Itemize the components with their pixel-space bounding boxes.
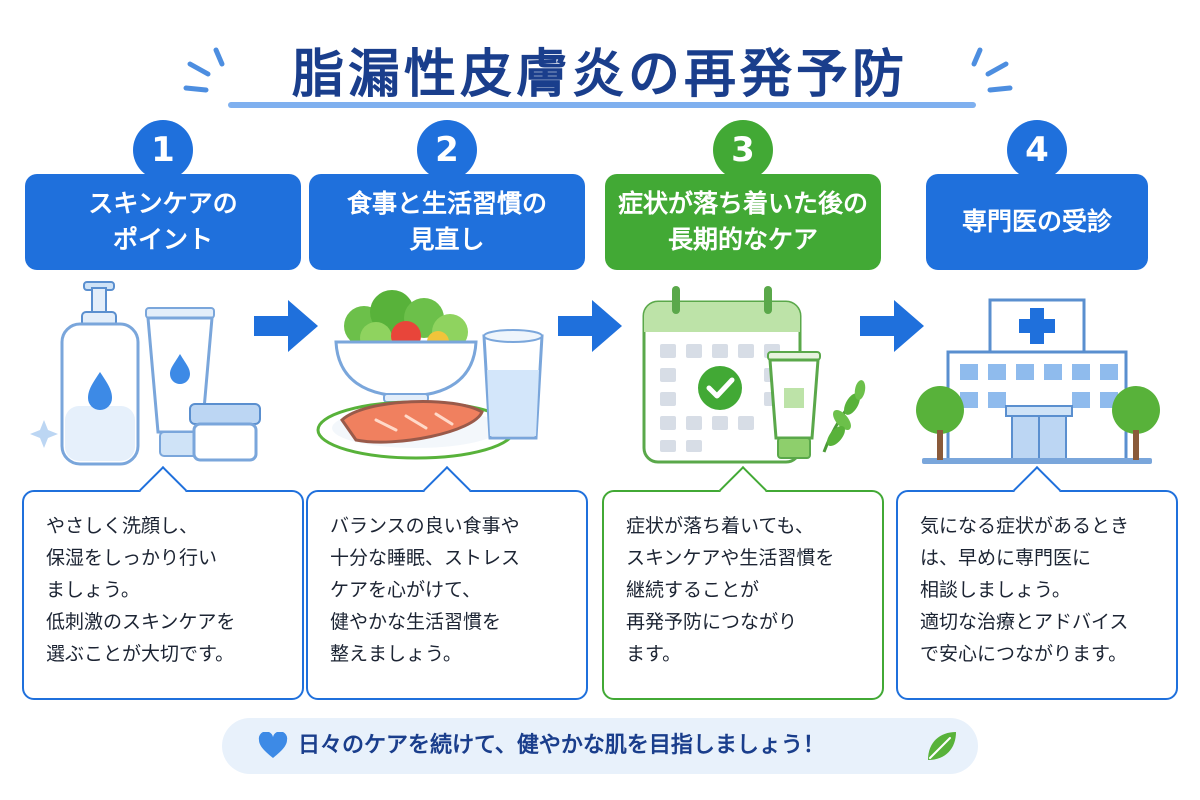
step-number: 1 — [133, 120, 193, 180]
footer-banner: 日々のケアを続けて、健やかな肌を目指しましょう！ — [222, 718, 978, 774]
step-card-3: 3 症状が落ち着いた後の 長期的なケア — [602, 120, 884, 702]
description-line: 整えましょう。 — [330, 643, 462, 665]
step-description: やさしく洗顔し、 保湿をしっかり行い ましょう。 低刺激のスキンケアを 選ぶこと… — [22, 465, 304, 700]
description-line: 低刺激のスキンケアを — [46, 611, 236, 633]
arrow-right-icon — [860, 300, 924, 352]
leaf-icon — [928, 732, 956, 760]
water-glass-icon — [482, 329, 544, 440]
cream-tube-icon — [767, 351, 821, 459]
hospital-illustration — [916, 298, 1160, 464]
step-heading: スキンケアの ポイント — [25, 174, 301, 270]
step-heading: 食事と生活習慣の 見直し — [309, 174, 585, 270]
title-underline — [228, 102, 976, 108]
sparkle-icon — [30, 420, 58, 448]
step-heading-line: 長期的なケア — [667, 225, 818, 254]
step-heading: 症状が落ち着いた後の 長期的なケア — [605, 174, 881, 270]
step-card-2: 2 食事と生活習慣の 見直し バランスの良い食事や — [306, 120, 588, 702]
hospital-icon — [916, 298, 1160, 464]
step-description: 症状が落ち着いても、 スキンケアや生活習慣を 継続することが 再発予防につながり… — [602, 465, 884, 700]
description-line: で安心につながります。 — [920, 643, 1128, 665]
arrow-right-icon — [254, 300, 318, 352]
salmon-plate-icon — [316, 400, 516, 460]
step-heading-line: スキンケアの — [88, 188, 238, 218]
sparkle-icon — [971, 47, 1013, 93]
cream-jar-icon — [189, 403, 261, 462]
step-card-4: 4 専門医の受診 気になる症状があると — [896, 120, 1178, 702]
step-heading-line: 症状が落ち着いた後の — [617, 188, 868, 218]
description-line: 再発予防につながり — [626, 611, 798, 633]
salad-bowl-icon — [334, 290, 478, 403]
step-heading-line: ポイント — [112, 225, 213, 254]
description-line: 健やかな生活習慣を — [330, 611, 502, 633]
description-line: 適切な治療とアドバイス — [920, 611, 1129, 633]
description-line: 十分な睡眠、ストレス — [330, 547, 521, 569]
description-line: バランスの良い食事や — [330, 515, 520, 537]
meal-illustration — [316, 290, 544, 460]
description-line: ます。 — [626, 643, 682, 665]
step-description: 気になる症状があるとき は、早めに専門医に 相談しましょう。 適切な治療とアドバ… — [896, 465, 1178, 700]
description-line: は、早めに専門医に — [920, 547, 1092, 569]
description-line: やさしく洗顔し、 — [46, 515, 199, 537]
step-number: 2 — [417, 120, 477, 180]
arrow-right-icon — [558, 300, 622, 352]
description-line: 継続することが — [626, 579, 760, 601]
title-area: 脂漏性皮膚炎の再発予防 — [0, 18, 1200, 118]
step-card-1: 1 スキンケアの ポイント やさしく洗顔し、 保湿をしっかり行い — [22, 120, 304, 702]
description-line: スキンケアや生活習慣を — [626, 547, 835, 569]
description-line: 選ぶことが大切です。 — [46, 643, 235, 665]
description-line: 気になる症状があるとき — [920, 515, 1130, 537]
step-description: バランスの良い食事や 十分な睡眠、ストレス ケアを心がけて、 健やかな生活習慣を… — [306, 465, 588, 700]
leaf-icon — [822, 380, 866, 453]
step-heading-line: 見直し — [409, 225, 485, 254]
step-heading-line: 専門医の受診 — [961, 206, 1112, 236]
sparkle-icon — [183, 47, 225, 93]
step-heading: 専門医の受診 — [926, 174, 1148, 270]
description-line: 保湿をしっかり行い — [46, 547, 218, 569]
description-line: 相談しましょう。 — [920, 579, 1071, 601]
lotion-bottle-icon — [60, 281, 140, 466]
heart-icon — [258, 732, 288, 758]
long-term-care-illustration — [642, 286, 866, 464]
footer-message: 日々のケアを続けて、健やかな肌を目指しましょう！ — [298, 733, 825, 758]
step-number: 3 — [713, 120, 773, 180]
description-line: 症状が落ち着いても、 — [626, 515, 814, 537]
page-title: 脂漏性皮膚炎の再発予防 — [291, 45, 908, 105]
skincare-illustration — [30, 281, 261, 466]
description-line: ケアを心がけて、 — [330, 579, 482, 601]
step-heading-line: 食事と生活習慣の — [346, 188, 547, 218]
description-line: ましょう。 — [46, 579, 140, 601]
step-number: 4 — [1007, 120, 1067, 180]
